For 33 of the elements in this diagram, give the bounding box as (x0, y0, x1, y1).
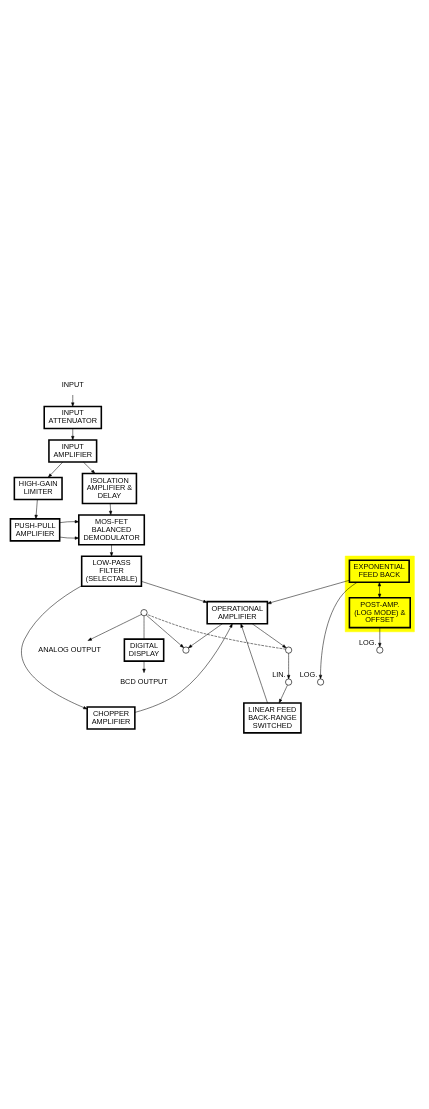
connector (143, 615, 145, 640)
arrow (146, 614, 184, 648)
arrow (278, 684, 288, 704)
arrow (48, 461, 64, 478)
arrow (251, 623, 287, 649)
arrow (240, 623, 268, 704)
arrow (59, 520, 79, 524)
arrow (267, 580, 350, 605)
arrow (287, 653, 291, 680)
arrow (59, 536, 79, 540)
arrow (109, 503, 113, 516)
arrow (378, 627, 382, 648)
arrow (34, 499, 38, 520)
arrow (188, 623, 223, 649)
arrow (141, 581, 208, 603)
arrow (377, 582, 382, 598)
arrow (142, 661, 146, 673)
arrow (71, 428, 75, 441)
arrow (71, 394, 75, 407)
cluster (344, 555, 415, 633)
arrow (134, 623, 233, 713)
node-circle (376, 646, 384, 654)
arrow (319, 582, 358, 680)
node-circle (285, 678, 293, 686)
arrow (87, 614, 142, 641)
arrow (21, 585, 88, 710)
node-circle (140, 609, 148, 617)
arrow (110, 544, 114, 557)
connector (146, 614, 286, 650)
node-circle (317, 678, 325, 686)
node-circle (285, 646, 293, 654)
arrow (83, 461, 96, 474)
node-circle (182, 646, 190, 654)
